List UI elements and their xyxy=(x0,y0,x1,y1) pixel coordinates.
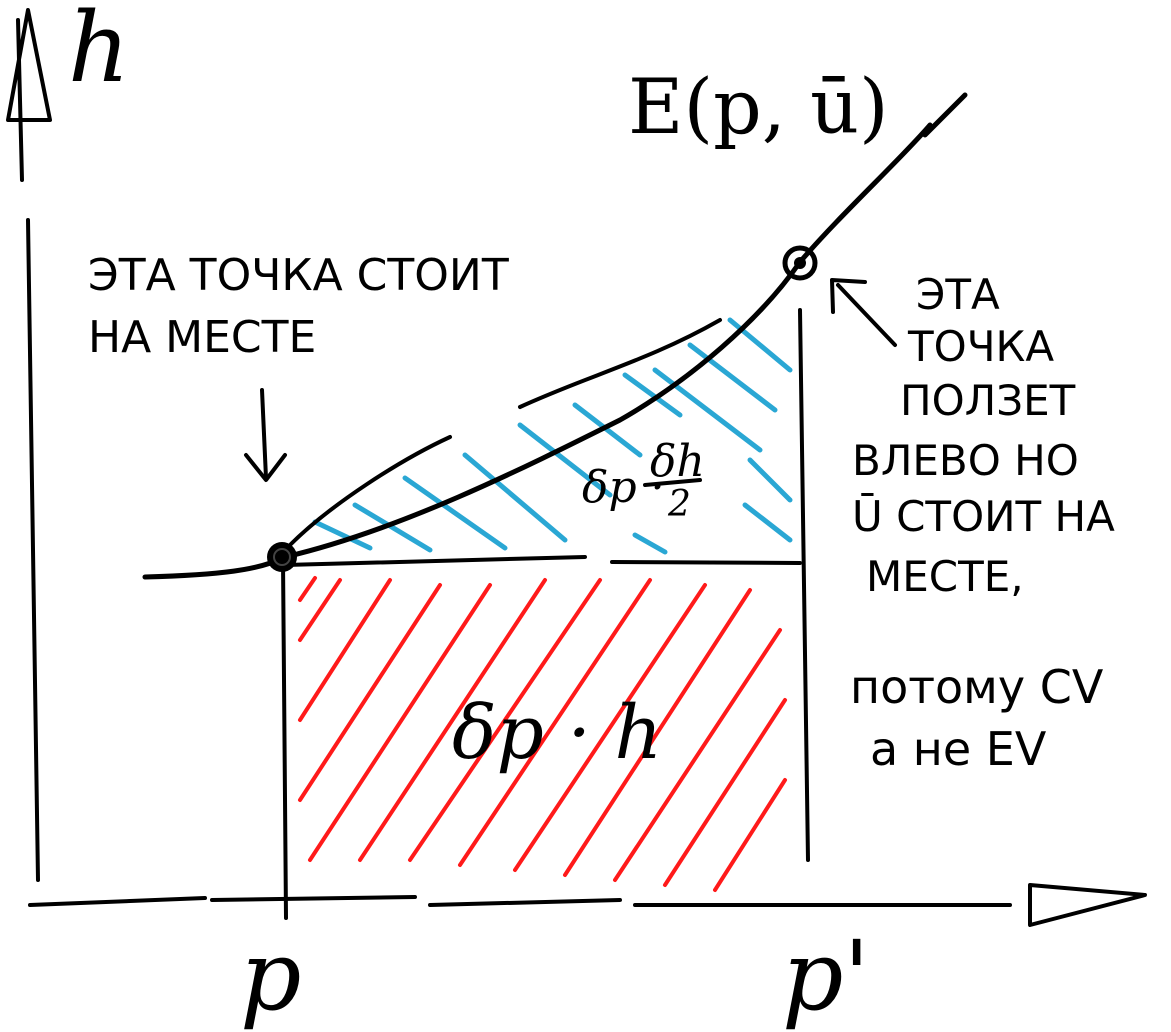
x-tick-p: p xyxy=(240,920,302,1032)
fraction-bar xyxy=(643,478,702,487)
moving-point-note-line: влево но xyxy=(852,436,1079,485)
moving-point-note-line: ползет xyxy=(900,376,1076,425)
expenditure-curve-tail xyxy=(922,92,968,138)
x-tick-p-prime: p' xyxy=(782,920,870,1032)
p-guide-line xyxy=(281,558,288,920)
triangle-area-prefix: δp · xyxy=(582,462,665,513)
triangle-area-numerator: δh xyxy=(650,436,705,487)
fixed-point-arrow xyxy=(244,388,287,482)
triangle-area-denominator: 2 xyxy=(668,484,691,525)
rectangle-top-line xyxy=(283,555,802,567)
y-axis-label: h xyxy=(68,0,130,104)
moving-point xyxy=(782,245,818,281)
y-axis xyxy=(6,8,52,882)
x-axis xyxy=(28,883,1147,927)
triangle-area-hatching xyxy=(312,317,793,555)
shifted-curve xyxy=(288,318,722,547)
curve-label: E(p, ū) xyxy=(628,62,889,151)
fixed-point-note-line1: эта точка стоит xyxy=(88,250,509,301)
conclusion-line2: а не EV xyxy=(870,722,1047,776)
moving-point-note-line: месте, xyxy=(866,552,1024,601)
p-prime-guide-line xyxy=(798,308,810,862)
conclusion-line1: потому CV xyxy=(850,660,1104,714)
moving-point-arrow xyxy=(830,278,897,347)
rectangle-area-label: δp · h xyxy=(452,690,663,776)
moving-point-note-line: ū стоит на xyxy=(852,492,1115,541)
rectangle-area-hatching xyxy=(298,576,787,892)
moving-point-note-line: точка xyxy=(908,322,1055,371)
fixed-point-note-line2: на месте xyxy=(88,312,317,363)
fixed-point xyxy=(267,542,297,572)
moving-point-note-line: эта xyxy=(916,270,1000,319)
